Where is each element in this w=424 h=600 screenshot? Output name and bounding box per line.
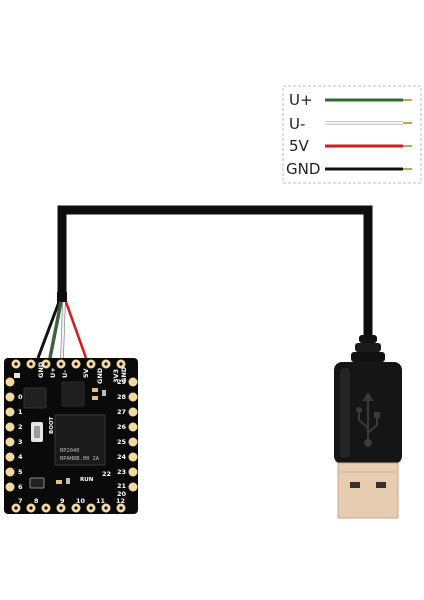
pad-left-6 [5, 467, 15, 477]
legend-item-5v: 5V [289, 137, 412, 155]
right-pin-label-5: 24 [117, 453, 127, 461]
chip-marking-2: RPAH8B.00 2A [60, 456, 100, 462]
top-pin-labels: GND U+ U- 5V 3V3 GND GND [37, 361, 128, 384]
chip-body [54, 414, 106, 466]
strain-relief-1 [359, 335, 377, 343]
flash-chip [23, 387, 47, 409]
top-pin-label-4: 3V3 [112, 369, 120, 383]
bottom-pin-label-0: 7 [18, 497, 23, 505]
legend-item-gnd: GND [286, 160, 412, 178]
bottom-pin-label-1: 8 [34, 497, 39, 505]
regulator-chip [61, 381, 85, 407]
pad-right-1 [128, 392, 138, 402]
led-component [14, 373, 20, 378]
bottom-pin-label-5: 12 [116, 497, 125, 505]
plug-metal-shell [337, 462, 399, 519]
small-component-1 [92, 388, 98, 392]
pad-right-6 [128, 467, 138, 477]
pad-right-5 [128, 452, 138, 462]
small-component-2 [92, 396, 98, 400]
small-component-3 [102, 390, 106, 396]
plug-body-shade [340, 368, 350, 458]
pad-right-7 [128, 482, 138, 492]
bottom-pin-label-2: 9 [60, 497, 65, 505]
crystal [29, 477, 45, 489]
pad-left-7 [5, 482, 15, 492]
legend-label-gnd: GND [286, 160, 320, 178]
right-pin-label-9: 20 [117, 490, 127, 498]
left-pin-label-0: 0 [18, 393, 23, 401]
boot-button-cap [34, 426, 40, 438]
right-pin-label-4: 25 [117, 438, 127, 446]
bottom-pin-label-4: 11 [96, 497, 106, 505]
strain-relief-2 [355, 343, 381, 352]
right-pin-label-7: 22 [102, 470, 111, 478]
pad-right-0 [128, 377, 138, 387]
fanout-wire-u-minus [60, 301, 66, 359]
legend-label-u-plus: U+ [289, 91, 313, 109]
left-pin-label-4: 4 [18, 453, 23, 461]
small-cap-bottom [56, 480, 62, 484]
right-pin-label-0: 29 [117, 378, 127, 386]
usb-a-plug [334, 335, 402, 519]
right-pin-label-2: 27 [117, 408, 126, 416]
right-pin-label-8: 21 [117, 482, 127, 490]
left-pin-label-1: 1 [18, 408, 23, 416]
boot-label: BOOT [49, 416, 55, 434]
pad-left-3 [5, 422, 15, 432]
right-pin-label-6: 23 [117, 468, 126, 476]
legend-frame [282, 85, 422, 184]
pad-left-1 [5, 392, 15, 402]
right-pin-label-1: 28 [117, 393, 127, 401]
left-pin-labels: 0 1 2 3 4 5 6 [18, 393, 23, 491]
right-pin-labels: 29 28 27 26 25 24 23 22 21 20 [102, 378, 127, 498]
left-pin-label-2: 2 [18, 423, 23, 431]
bottom-pin-labels: 7 8 9 10 11 12 [18, 497, 125, 505]
fanout-wire-5v [64, 301, 88, 359]
pad-right-2 [128, 407, 138, 417]
pad-left-5 [5, 452, 15, 462]
usb-trident-icon [356, 392, 380, 447]
legend-item-u-plus: U+ [289, 91, 412, 109]
cable-jacket-end [57, 292, 67, 304]
left-pads [5, 377, 15, 492]
fanout-wire-gnd [36, 301, 61, 359]
fanout-wire-u-plus [48, 301, 63, 359]
rp2040-chip: RP2040 RPAH8B.00 2A [54, 414, 106, 466]
right-pads [128, 377, 138, 492]
top-pin-label-1: U+ [49, 367, 57, 378]
legend-label-5v: 5V [289, 137, 310, 155]
pad-holes [14, 362, 123, 510]
legend-label-u-minus: U- [289, 115, 305, 133]
boot-button: BOOT [31, 416, 55, 442]
legend-item-u-minus: U- [289, 115, 412, 133]
wire-legend: U+ U- 5V GND [282, 85, 422, 184]
small-cap-bottom-2 [66, 478, 70, 484]
rp2040-board: GND U+ U- 5V 3V3 GND GND 0 1 2 3 4 5 6 2… [4, 358, 138, 514]
pad-left-0 [5, 377, 15, 387]
strain-relief-3 [351, 352, 385, 362]
plug-shell-hole-left [350, 482, 360, 488]
chip-marking-1: RP2040 [60, 448, 79, 454]
fanout-wires [36, 301, 88, 359]
pad-right-4 [128, 437, 138, 447]
left-pin-label-3: 3 [18, 438, 23, 446]
top-pin-label-5: GND [120, 366, 128, 383]
bottom-pin-label-3: 10 [76, 497, 86, 505]
top-pin-label-2: U- [61, 370, 69, 378]
right-pin-label-3: 26 [117, 423, 127, 431]
run-label: RUN [80, 477, 94, 483]
top-pin-label-0: GND [37, 361, 45, 378]
pad-left-2 [5, 407, 15, 417]
usb-cable [57, 205, 373, 340]
left-pin-label-5: 5 [18, 468, 23, 476]
top-pin-label-6: GND [96, 367, 104, 384]
plug-shell-hole-right [376, 482, 386, 488]
top-pin-label-3: 5V [82, 368, 90, 378]
pad-right-3 [128, 422, 138, 432]
left-pin-label-6: 6 [18, 483, 23, 491]
pad-left-4 [5, 437, 15, 447]
